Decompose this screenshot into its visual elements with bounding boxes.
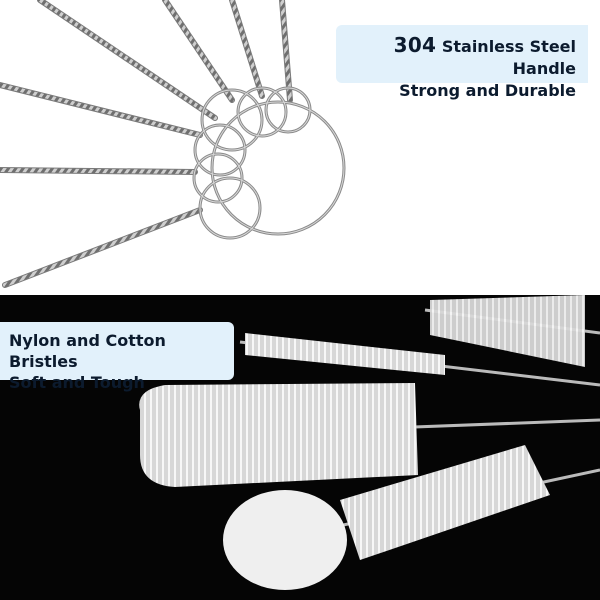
steel-rings: [192, 86, 346, 240]
steel-caption-line1-text: Stainless Steel Handle: [441, 37, 576, 79]
cotton-tip: [223, 490, 347, 590]
steel-handle-caption: 304 Stainless Steel Handle Strong and Du…: [336, 25, 588, 100]
brush-small-top: [424, 295, 600, 367]
bristles-caption-line2: Soft and Tough: [9, 373, 145, 393]
steel-caption-line2: Strong and Durable: [399, 80, 576, 100]
steel-handle-photo: 304 Stainless Steel Handle Strong and Du…: [0, 0, 600, 295]
brush-cotton-tip: [223, 445, 600, 590]
brush-long-thin: [239, 333, 600, 387]
bristle-brushes-illustration: [139, 295, 600, 590]
steel-caption-line1: 304 Stainless Steel Handle: [336, 32, 576, 80]
twisted-wire-handles-illustration: [0, 0, 346, 288]
brush-large: [139, 383, 600, 487]
bristles-caption: Nylon and Cotton Bristles Soft and Tough: [0, 322, 234, 392]
bristles-caption-line1: Nylon and Cotton Bristles: [9, 331, 166, 372]
bristle-brush-photo: Nylon and Cotton Bristles Soft and Tough: [0, 295, 600, 600]
steel-grade-number: 304: [393, 33, 437, 57]
